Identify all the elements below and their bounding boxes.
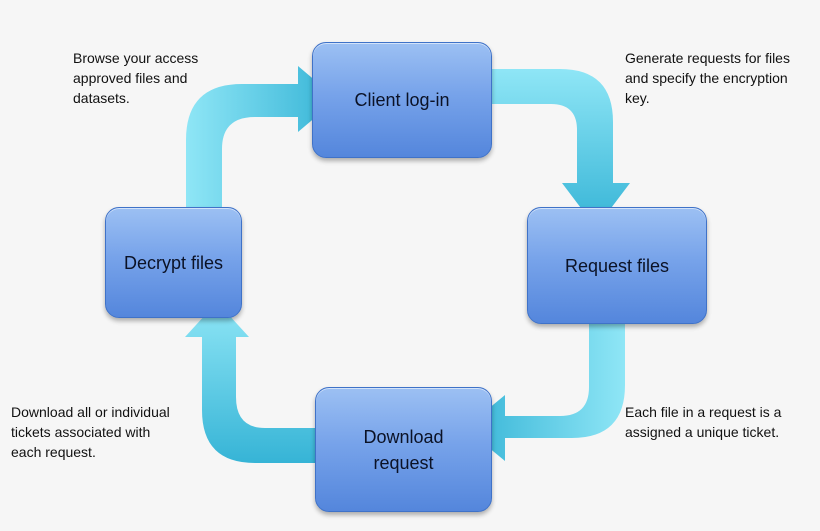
node-decrypt-files-label: Decrypt files	[123, 252, 224, 273]
arrow-login-to-request	[490, 69, 630, 228]
arrow-decrypt-to-login	[186, 66, 337, 209]
node-request-files-label: Request files	[564, 255, 670, 276]
node-download-request-label: Download request	[363, 426, 444, 473]
note-generate-requests: Generate requests for files and specify …	[625, 50, 790, 106]
node-client-login-label: Client log-in	[354, 90, 450, 110]
node-request-files: Request files	[527, 207, 707, 324]
node-client-login: Client log-in	[312, 42, 492, 158]
arrow-request-to-download	[465, 324, 625, 461]
note-unique-ticket: Each file in a request is a assigned a u…	[625, 404, 782, 440]
node-download-request: Download request	[315, 387, 492, 512]
note-browse: Browse your access approved files and da…	[73, 50, 199, 106]
node-decrypt-files: Decrypt files	[105, 207, 242, 318]
arrow-download-to-decrypt	[185, 302, 315, 463]
note-download-tickets: Download all or individual tickets assoc…	[11, 404, 170, 460]
